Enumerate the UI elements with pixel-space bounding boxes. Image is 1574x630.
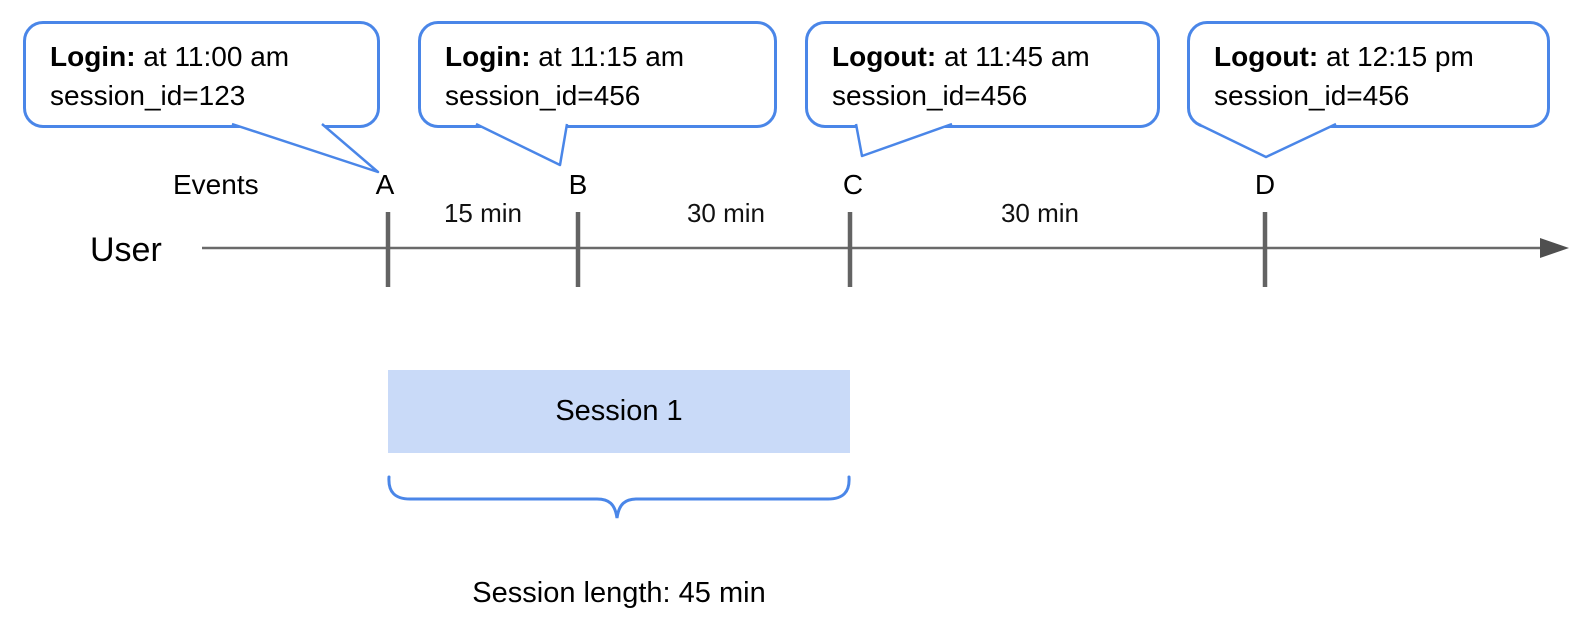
callout-a-tail [231, 122, 380, 174]
callout-d-tail [1197, 122, 1337, 159]
callout-event-type: Logout: [832, 41, 937, 72]
callout-event-time: at 11:45 am [936, 41, 1090, 72]
callout-logout-c: Logout: at 11:45 am session_id=456 [805, 21, 1160, 128]
callout-event-line: Logout: at 12:15 pm [1214, 37, 1547, 76]
callout-login-a: Login: at 11:00 am session_id=123 [23, 21, 380, 128]
callout-session-id: session_id=123 [50, 80, 246, 111]
callout-event-time: at 12:15 pm [1318, 41, 1474, 72]
callout-b-tail [475, 122, 569, 167]
callout-event-line: Logout: at 11:45 am [832, 37, 1157, 76]
events-axis-label: Events [173, 169, 259, 200]
callout-event-type: Login: [50, 41, 136, 72]
interval-a-b: 15 min [443, 198, 523, 228]
event-label-a: A [375, 169, 395, 200]
timeline-arrowhead-icon [1540, 238, 1569, 258]
callout-event-line: Login: at 11:00 am [50, 37, 377, 76]
callout-login-b: Login: at 11:15 am session_id=456 [418, 21, 777, 128]
event-label-d: D [1254, 169, 1276, 200]
callout-session-id: session_id=456 [1214, 80, 1410, 111]
callout-c-tail [854, 122, 953, 158]
callout-logout-d: Logout: at 12:15 pm session_id=456 [1187, 21, 1550, 128]
callout-session-id: session_id=456 [832, 80, 1028, 111]
session-length-brace [387, 475, 851, 519]
session-1-box: Session 1 [388, 370, 850, 453]
callout-event-line: Login: at 11:15 am [445, 37, 774, 76]
session-length-caption: Session length: 45 min [472, 577, 766, 609]
interval-c-d: 30 min [1000, 198, 1080, 228]
event-label-c: C [842, 169, 864, 200]
callout-event-type: Logout: [1214, 41, 1319, 72]
callout-event-time: at 11:15 am [530, 41, 685, 72]
callout-session-id: session_id=456 [445, 80, 641, 111]
callout-event-time: at 11:00 am [135, 41, 290, 72]
event-label-b: B [568, 169, 588, 200]
interval-b-c: 30 min [686, 198, 766, 228]
session-1-label: Session 1 [555, 395, 683, 427]
callout-event-type: Login: [445, 41, 531, 72]
user-row-label: User [90, 231, 162, 269]
